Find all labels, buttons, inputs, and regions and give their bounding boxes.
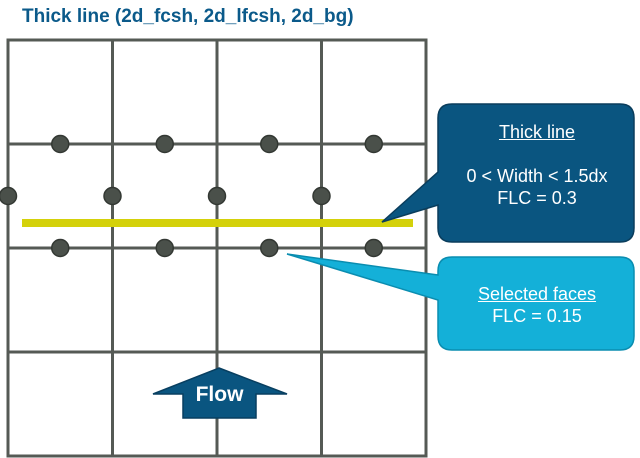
thick-line-callout-heading: Thick line <box>498 122 576 142</box>
flow-label: Flow <box>195 383 244 406</box>
face-node <box>0 186 18 206</box>
diagram-title: Thick line (2d_fcsh, 2d_lfcsh, 2d_bg) <box>22 6 354 27</box>
selected-faces-callout <box>286 253 635 351</box>
thick-line-callout <box>381 103 635 243</box>
flow-arrow-icon <box>152 367 288 419</box>
face-node <box>51 238 70 258</box>
face-node <box>260 134 279 154</box>
selected-faces-heading: Selected faces <box>477 284 597 304</box>
face-node <box>155 134 174 154</box>
thick-line-flc: FLC = 0.3 <box>497 188 577 208</box>
face-node <box>155 238 174 258</box>
face-node <box>103 186 122 206</box>
thick-line-callout-text: Thick line 0 < Width < 1.5dx FLC = 0.3 <box>440 121 634 209</box>
face-node <box>260 238 279 258</box>
selected-faces-callout-text: Selected faces FLC = 0.15 <box>440 283 634 327</box>
face-node <box>364 134 383 154</box>
face-node <box>364 238 383 258</box>
face-node <box>51 134 70 154</box>
face-node <box>207 186 227 206</box>
selected-faces-flc: FLC = 0.15 <box>492 306 582 326</box>
thick-line-width-rule: 0 < Width < 1.5dx <box>466 166 608 186</box>
face-node <box>312 186 331 206</box>
